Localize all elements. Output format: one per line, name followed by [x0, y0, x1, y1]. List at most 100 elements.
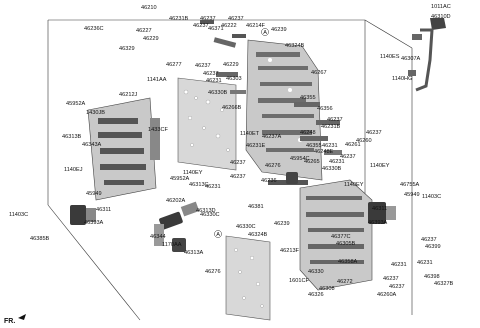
part-number-label: 46248E: [314, 149, 334, 155]
part-number-label: 46237: [193, 23, 209, 29]
part-number-label: 46398: [424, 274, 440, 280]
part-number-label: 1170AA: [162, 242, 182, 248]
part-number-label: 46237: [383, 276, 399, 282]
part-number-label: 46330B: [208, 90, 228, 96]
part-number-label: 46237: [366, 130, 382, 136]
part-number-label: 46231: [206, 78, 222, 84]
part-number-label: 46213F: [280, 248, 300, 254]
callout-a-label: A: [263, 30, 267, 36]
part-number-label: 46330: [308, 269, 324, 275]
part-number-label: 46313C: [189, 182, 209, 188]
part-number-label: 45949: [86, 191, 102, 197]
part-number-label: 46329: [119, 46, 135, 52]
part-number-label: 46231: [417, 260, 433, 266]
part-number-label: 46237: [327, 117, 343, 123]
part-number-label: 46327B: [434, 281, 454, 287]
part-number-label: 46330C: [236, 224, 256, 230]
part-number-label: 46381: [248, 204, 264, 210]
part-number-label: 46239: [274, 221, 290, 227]
part-number-label: 46324B: [248, 232, 268, 238]
part-number-label: 46307A: [401, 56, 421, 62]
part-number-label: 46236C: [84, 26, 104, 32]
part-number-label: 46266B: [222, 105, 242, 111]
part-number-label: 46237: [421, 237, 437, 243]
part-number-label: 46356: [317, 106, 333, 112]
part-number-label: 46311: [96, 207, 111, 213]
part-number-label: 46237: [340, 154, 356, 160]
part-number-label: 46231: [391, 262, 407, 268]
part-number-label: 46277: [166, 62, 182, 68]
callout-a-label: A: [216, 232, 220, 238]
part-number-label: 46326: [308, 292, 324, 298]
callout-a-bottom: A: [214, 230, 222, 238]
separator-plate-upper: [177, 77, 237, 171]
separator-plate-lower: [225, 235, 271, 321]
part-number-label: 46237: [230, 174, 246, 180]
part-number-label: 1140ET: [240, 131, 260, 137]
part-number-label: 1141AA: [147, 77, 167, 83]
left-valve-body: [87, 97, 160, 201]
part-number-label: 46212J: [119, 92, 138, 98]
part-number-label: 46276: [205, 269, 221, 275]
part-number-label: 46755A: [400, 182, 420, 188]
part-number-label: 46324B: [285, 43, 305, 49]
part-number-label: 46303: [226, 76, 242, 82]
part-number-label: 1140EY: [344, 182, 364, 188]
part-number-label: 46310D: [431, 14, 451, 20]
part-number-label: 46222: [221, 23, 237, 29]
part-number-label: 46231B: [321, 124, 341, 130]
part-number-label: 46237A: [262, 134, 282, 140]
part-number-label: 46231: [205, 184, 221, 190]
part-number-label: 46267: [311, 70, 327, 76]
part-number-label: 1140EY: [183, 170, 203, 176]
part-number-label: 1140ES: [380, 54, 400, 60]
part-number-label: 46343A: [82, 142, 102, 148]
part-number-label: 46399: [425, 244, 441, 250]
solenoid-right: [368, 202, 396, 224]
part-number-label: 45952A: [170, 176, 190, 182]
part-number-label: 46393A: [368, 220, 388, 226]
part-number-label: 46231B: [169, 16, 189, 22]
part-number-label: 46261: [345, 142, 361, 148]
solenoid-left: [70, 205, 96, 225]
part-number-label: 46330B: [322, 166, 342, 172]
part-number-label: 46239: [271, 27, 287, 33]
callout-a-top: A: [261, 28, 269, 36]
part-number-label: 46265: [304, 159, 320, 165]
part-number-label: 1140HG: [392, 76, 412, 82]
part-number-label: 46344: [150, 234, 166, 240]
part-number-label: 46308: [319, 286, 335, 292]
part-number-label: 46377C: [331, 234, 351, 240]
upper-valve-body: [245, 39, 323, 181]
part-number-label: 11403C: [9, 212, 28, 218]
solenoid-mid: [154, 201, 200, 252]
part-number-label: 46202A: [166, 198, 186, 204]
valve-spools-middle: [268, 102, 342, 185]
part-number-label: 46355: [300, 95, 316, 101]
part-number-label: 46260A: [377, 292, 397, 298]
part-number-label: 46237: [389, 284, 405, 290]
part-number-label: 46231: [322, 143, 338, 149]
part-number-label: 46248: [300, 130, 316, 136]
part-number-label: 46313D: [196, 208, 216, 214]
part-number-label: 46371: [208, 26, 224, 32]
part-number-label: 46229: [143, 36, 159, 42]
part-number-label: 46237: [203, 71, 219, 77]
part-number-label: 46237: [200, 16, 216, 22]
part-number-label: 46330C: [200, 212, 220, 218]
part-number-label: 46236: [261, 178, 277, 184]
part-number-label: 46385B: [30, 236, 50, 242]
part-number-label: 46313B: [62, 134, 82, 140]
part-number-label: 46276: [265, 163, 281, 169]
part-number-label: 46260: [356, 138, 372, 144]
part-number-label: 46355: [306, 143, 322, 149]
fr-label: FR.: [4, 318, 15, 325]
part-number-label: 11403C: [422, 194, 441, 200]
part-number-label: 46313A: [184, 250, 204, 256]
part-number-label: 1430JB: [86, 110, 105, 116]
part-number-label: 1433CF: [148, 127, 168, 133]
part-number-label: 46272: [337, 279, 353, 285]
part-number-label: 46237: [195, 63, 211, 69]
part-number-label: 46229: [223, 62, 239, 68]
